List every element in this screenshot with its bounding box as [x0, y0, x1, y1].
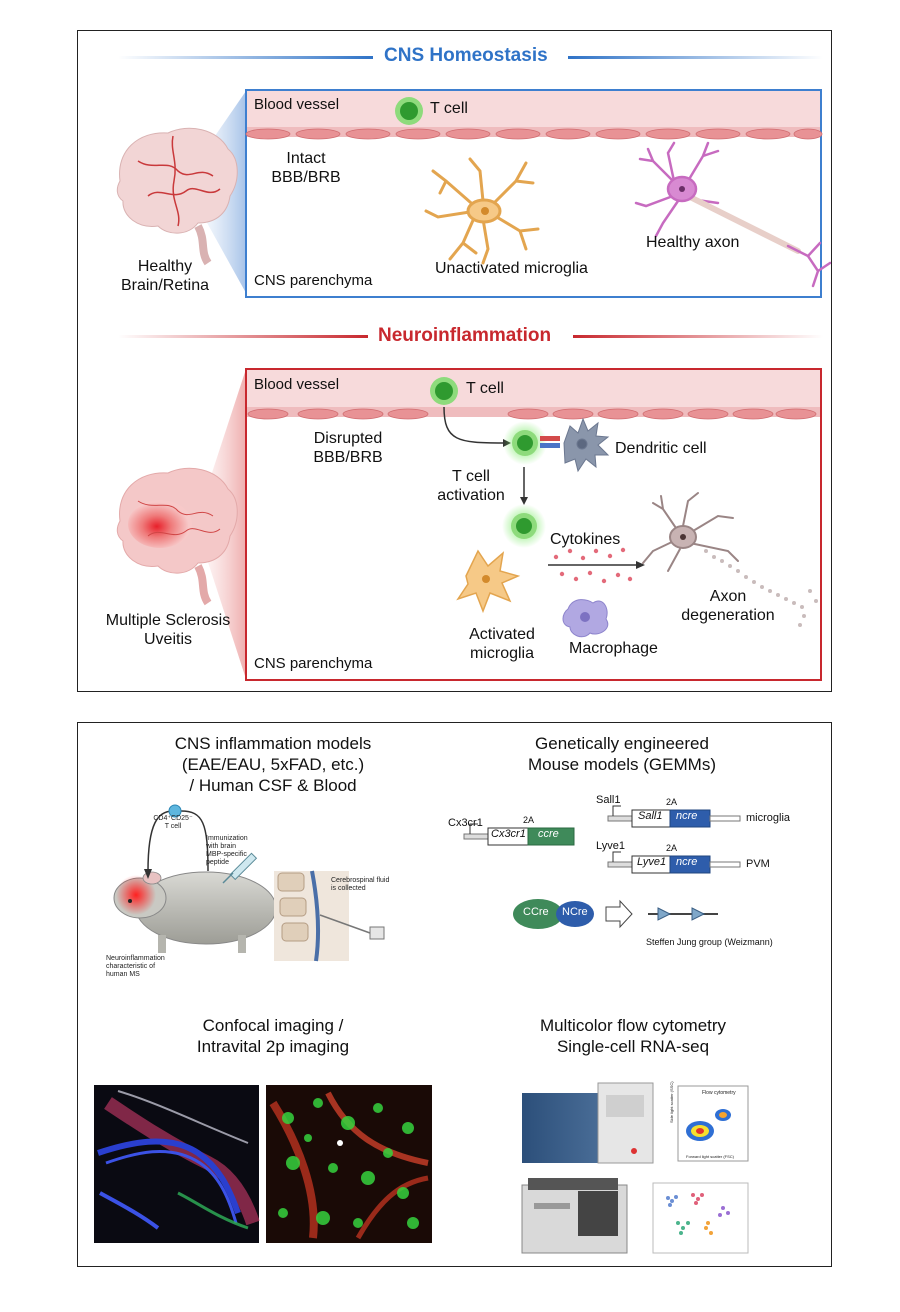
flow-title: Multicolor flow cytometry Single-cell RN…: [539, 1016, 727, 1056]
healthy-axon-label: Healthy axon: [646, 234, 740, 251]
activated-t-cell-icon: [503, 421, 547, 465]
ncre2-gene-box: ncre: [676, 856, 698, 868]
axon-degeneration-label: Axon degeneration: [681, 588, 775, 624]
sall1-promoter-label: Sall1: [596, 794, 621, 806]
dendritic-cell-label: Dendritic cell: [615, 440, 707, 457]
cx3cr1-gene-box: Cx3cr1: [491, 828, 526, 840]
tcr-synapse: [540, 436, 560, 441]
spinal-csf-illustration: [274, 870, 385, 962]
healthy-brain-icon: [116, 127, 238, 266]
ncre-gene-box: ncre: [676, 810, 698, 822]
degenerating-neuron-icon: [642, 492, 739, 572]
cd4-tcell-icon: [168, 804, 182, 818]
healthy-organ-label: Healthy Brain/Retina: [120, 258, 210, 294]
immunization-label: Immunization with brain MBP-specific pep…: [206, 835, 248, 866]
loxp-site-2: [691, 907, 706, 921]
ncre-oval-label: NCre: [562, 906, 588, 918]
inflammation-t-cell-icon: [430, 377, 458, 405]
inflammation-endothelium: [247, 408, 817, 420]
intravital-image: [266, 1085, 432, 1243]
methods-graphics: [94, 804, 749, 1254]
flow-density-plot: [677, 1085, 749, 1162]
homeostasis-t-cell-icon: [395, 97, 423, 125]
t-cell-activation-label: T cell activation: [437, 468, 505, 504]
disease-schematic-panel: CNS Homeostasis Neuroinflammation Blood …: [77, 30, 832, 692]
flow-plot-title: Flow cytometry: [702, 1090, 736, 1096]
sequencer-illustration: [521, 1178, 628, 1254]
ccre-oval-label: CCre: [523, 906, 549, 918]
lyve1-promoter-label: Lyve1: [596, 840, 625, 852]
ccre-gene-box: ccre: [538, 828, 559, 840]
inflammation-blood-vessel-label: Blood vessel: [254, 376, 340, 393]
intact-barrier-label: Intact BBB/BRB: [271, 150, 341, 186]
unactivated-microglia-icon: [424, 157, 540, 265]
macrophage-label: Macrophage: [569, 640, 658, 657]
pvm-target-label: PVM: [746, 858, 770, 870]
tcell-illustration-label: CD4⁺CD25⁻ T cell: [153, 815, 193, 830]
activated-microglia-label: Activated microglia: [469, 626, 535, 662]
disrupted-barrier-label: Disrupted BBB/BRB: [313, 430, 383, 466]
flow-y-label: Side light scatter (SSC): [669, 1081, 674, 1123]
inflammation-parenchyma-label: CNS parenchyma: [254, 655, 373, 672]
homeostasis-title-line-right: [568, 56, 823, 59]
syringe-icon: [222, 852, 258, 884]
homeostasis-t-cell-label: T cell: [430, 100, 468, 117]
inflammation-title-line-right: [573, 335, 823, 338]
healthy-neuron-icon: [634, 141, 831, 288]
neuroinflammation-illustration-label: Neuroinflammation characteristic of huma…: [106, 955, 165, 978]
microglia-target-label: microglia: [746, 812, 791, 824]
disease-label: Multiple Sclerosis Uveitis: [105, 612, 231, 648]
axon-fragments: [704, 549, 818, 627]
sall1-gene-box: Sall1: [638, 810, 663, 822]
confocal-image: [94, 1085, 260, 1243]
jung-group-credit: Steffen Jung group (Weizmann): [646, 937, 773, 947]
homeostasis-title-line-left: [118, 56, 373, 59]
homeostasis-title: CNS Homeostasis: [384, 45, 548, 66]
effector-t-cell-icon: [502, 504, 546, 548]
sall1-2a-label: 2A: [666, 797, 678, 807]
flow-x-label: Forward light scatter (FSC): [686, 1154, 735, 1159]
cytokines-label: Cytokines: [550, 531, 621, 548]
inflammation-title: Neuroinflammation: [378, 325, 552, 346]
migration-arrow: [443, 406, 504, 444]
inflammation-t-cell-label: T cell: [466, 380, 504, 397]
macrophage-icon: [562, 599, 609, 638]
sall1-construct: [607, 805, 741, 828]
inflamed-brain-icon: [116, 467, 238, 606]
split-cre-diagram: [513, 899, 718, 929]
homeostasis-blood-vessel-label: Blood vessel: [254, 96, 340, 113]
activated-microglia-icon: [456, 549, 521, 614]
inflammation-title-line-left: [118, 335, 368, 338]
lyve1-2a-label: 2A: [666, 843, 678, 853]
cytokine-dots: [553, 547, 633, 584]
loxp-site-1: [657, 907, 672, 921]
flow-cytometer-illustration: [522, 1082, 654, 1164]
gemm-title: Genetically engineered Mouse models (GEM…: [528, 734, 716, 774]
cx3cr1-promoter-label: Cx3cr1: [448, 817, 483, 829]
tcell-loop-arrow-right: [180, 810, 209, 872]
top-panel-graphics: [116, 56, 831, 681]
homeostasis-endothelium: [245, 128, 823, 140]
imaging-title: Confocal imaging / Intravital 2p imaging: [196, 1016, 350, 1056]
cre-arrow: [605, 899, 633, 929]
models-title: CNS inflammation models (EAE/EAU, 5xFAD,…: [174, 734, 372, 795]
homeostasis-parenchyma-label: CNS parenchyma: [254, 272, 373, 289]
methods-panel: CNS inflammation models (EAE/EAU, 5xFAD,…: [77, 722, 832, 1267]
lyve1-construct: [607, 851, 741, 874]
cx3cr1-2a-label: 2A: [523, 815, 535, 825]
cx3cr1-construct: [463, 823, 575, 846]
unactivated-microglia-label: Unactivated microglia: [435, 260, 588, 277]
lyve1-gene-box: Lyve1: [637, 856, 667, 868]
umap-plot: [652, 1182, 749, 1254]
dendritic-cell-icon: [563, 417, 610, 473]
csf-collected-label: Cerebrospinal fluid is collected: [331, 877, 390, 892]
